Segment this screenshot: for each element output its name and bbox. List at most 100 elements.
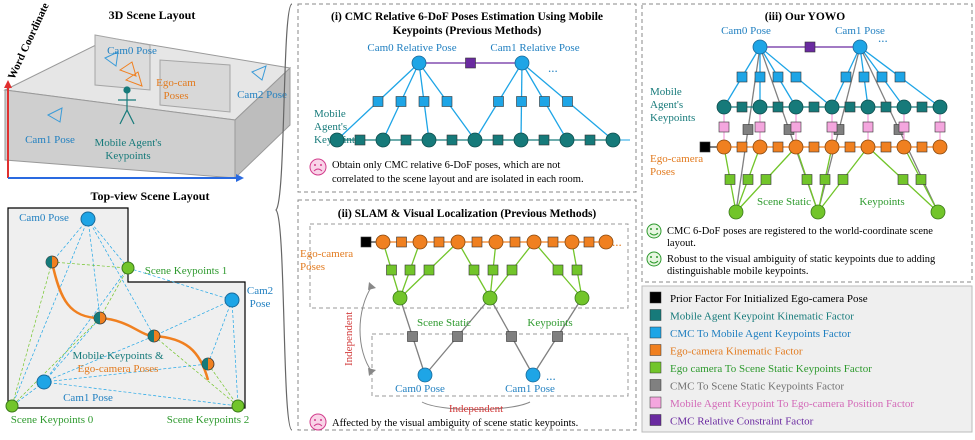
topview-scene-kp0 <box>5 399 19 413</box>
panel-ii: (ii) SLAM & Visual Localization (Previou… <box>297 199 637 431</box>
ego-kinematic-factor <box>916 141 928 153</box>
cam1-node <box>852 39 868 55</box>
cmc-relative-factor <box>465 57 476 69</box>
factor-edge <box>838 46 861 130</box>
ego-pose-node <box>526 234 542 250</box>
ego-pose-node <box>752 139 768 155</box>
factor-edge <box>795 76 833 108</box>
cmc-scene-factor <box>506 331 517 342</box>
ego-scene-factor <box>897 174 909 185</box>
label-egocam-3d-line1: Ego-cam <box>156 77 196 89</box>
topview-cam1-node <box>36 374 52 390</box>
panel-i-note-line1: Obtain only CMC relative 6-DoF poses, wh… <box>332 160 560 171</box>
cmc-agent-factor <box>876 71 888 83</box>
topview-scene-rays <box>11 261 239 407</box>
ego-pose-node <box>860 139 876 155</box>
agent-keypoint-node <box>329 132 345 148</box>
label-ii-ellipsis-ego: ... <box>612 234 622 249</box>
factor-edge <box>336 101 379 141</box>
factor-edge <box>556 297 583 337</box>
agent-keypoint-node <box>605 132 621 148</box>
panel-topview-title: Top-view Scene Layout <box>91 189 210 203</box>
agent-ego-factor <box>826 121 838 133</box>
ego-pose-node <box>598 234 614 250</box>
ego-kinematic-factor <box>736 141 748 153</box>
agent-kinematic-factor <box>584 134 596 146</box>
agent-keypoint-node <box>375 132 391 148</box>
label-iii-cam0: Cam0 Pose <box>721 25 771 37</box>
cmc-agent-factor <box>772 71 784 83</box>
label-ii-ellipsis-cam: ... <box>546 368 556 383</box>
ego-scene-factor <box>742 174 754 185</box>
factor-edge <box>521 62 546 102</box>
topview-cam2-node <box>224 292 240 308</box>
ego-scene-factor <box>724 174 736 185</box>
ego-scene-factor <box>404 264 416 276</box>
factor-edge <box>521 62 568 102</box>
label-cam2-3d-line1: Cam2 Pose <box>237 89 287 101</box>
cmc-scene-factor <box>742 124 754 135</box>
legend-label: Mobile Agent Keypoint To Ego-camera Posi… <box>670 398 914 410</box>
legend-label: Ego camera To Scene Static Keypoints Fac… <box>670 363 872 375</box>
legend-swatch <box>649 361 662 374</box>
axis-horizontal-arrow <box>236 174 244 182</box>
legend-swatch <box>649 326 662 339</box>
label-scene-kp0: Scene Keypoints 0 <box>11 414 94 426</box>
ego-kinematic-factor <box>509 236 521 248</box>
ego-pose-node <box>564 234 580 250</box>
scene-static-node <box>930 204 946 220</box>
factor-edge <box>446 101 476 141</box>
prior-factor <box>699 141 711 153</box>
panel-i-title-line2: Keypoints (Previous Methods) <box>393 25 542 37</box>
panel-iii-note2-line1: Robust to the visual ambiguity of static… <box>667 254 936 265</box>
agent-keypoint-node <box>559 132 575 148</box>
panel-ii-lower-group <box>371 333 629 397</box>
factor-edge <box>543 101 568 141</box>
factor-edge <box>377 62 420 102</box>
grouping-brace <box>275 3 293 431</box>
agent-figure-icon <box>118 86 136 125</box>
smile-face-icon <box>646 223 662 239</box>
label-independent-horizontal: Independent <box>449 403 503 415</box>
cmc-scene-factor <box>452 331 463 342</box>
ego-scene-factor <box>487 264 499 276</box>
panel-iii-note1-line1: CMC 6-DoF poses are registered to the wo… <box>667 226 933 237</box>
cam0-node <box>417 367 433 383</box>
independent-arrow-horizontal <box>421 401 531 410</box>
agent-keypoint-node <box>513 132 529 148</box>
agent-keypoint-node <box>752 99 768 115</box>
cmc-agent-factor <box>858 71 870 83</box>
axis-label: Word Coordinate <box>6 1 52 81</box>
panel-i-frame <box>297 3 637 193</box>
agent-keypoint-node <box>421 132 437 148</box>
label-ii-keypoints: Keypoints <box>527 317 572 329</box>
label-scene-kp2: Scene Keypoints 2 <box>167 414 249 426</box>
label-iii-agent-line1: Mobile <box>650 86 682 98</box>
cmc-relative-factor <box>804 41 816 53</box>
legend-label: Prior Factor For Initialized Ego-camera … <box>670 293 868 305</box>
agent-kinematic-factor <box>772 101 784 113</box>
cmc-agent-factor <box>372 96 384 107</box>
factor-edge <box>747 46 761 130</box>
factor-edge <box>457 297 491 337</box>
ego-scene-factor <box>760 174 772 185</box>
label-mobile-kp: Mobile Keypoints & <box>72 350 163 362</box>
ego-pose-node <box>412 234 428 250</box>
panel-ii-title: (ii) SLAM & Visual Localization (Previou… <box>338 208 597 220</box>
ego-scene-factor <box>506 264 518 276</box>
legend-label: Mobile Agent Keypoint Kinematic Factor <box>670 311 854 323</box>
label-iii-scene-static: Scene Static <box>757 196 811 208</box>
legend-frame <box>641 285 973 433</box>
camera-frustum-icon <box>46 51 267 123</box>
legend-label: CMC Relative Constraint Factor <box>670 416 814 428</box>
panel-iii-note1-line2: layout. <box>667 238 696 249</box>
ego-scene-factor <box>801 174 813 185</box>
factor-edge <box>497 62 523 102</box>
panel-ii-note: Affected by the visual ambiguity of scen… <box>332 418 578 429</box>
ego-agent-node-icon <box>45 255 215 371</box>
legend-swatch <box>649 309 662 321</box>
scene-static-node <box>574 290 590 306</box>
legend: Prior Factor For Initialized Ego-camera … <box>641 285 973 433</box>
ego-kinematic-factor <box>583 236 595 248</box>
ego-pose-node <box>450 234 466 250</box>
